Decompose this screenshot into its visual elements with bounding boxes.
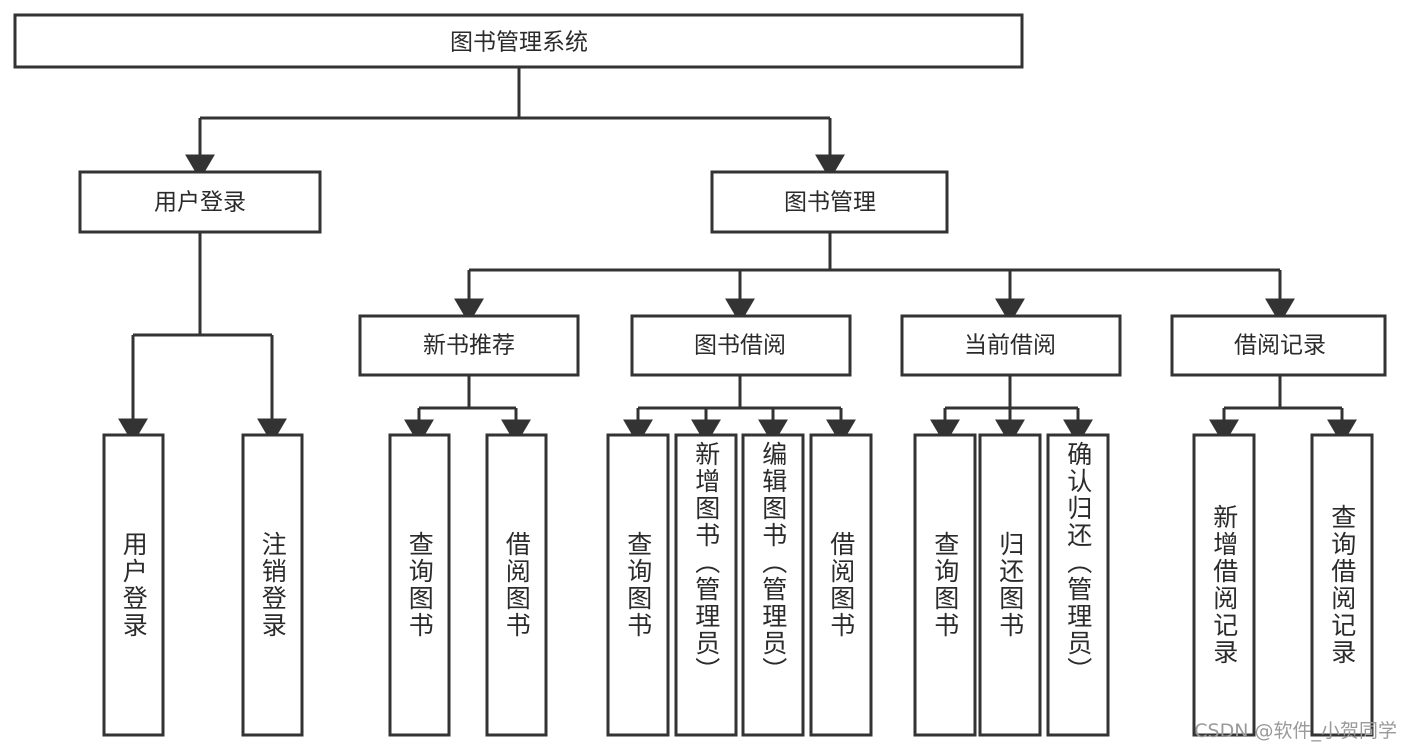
node-book-borrow-label: 图书借阅 bbox=[694, 333, 786, 359]
leaf-box-add-book[interactable] bbox=[674, 433, 738, 737]
leaf-box-query-book-2[interactable] bbox=[606, 433, 670, 737]
leaf-box-return-book[interactable] bbox=[978, 433, 1042, 737]
node-current-borrow[interactable]: 当前借阅 bbox=[900, 314, 1122, 377]
leaf-box-user-login[interactable] bbox=[102, 433, 165, 737]
node-new-book-recommend[interactable]: 新书推荐 bbox=[358, 314, 580, 377]
node-new-book-recommend-label: 新书推荐 bbox=[423, 333, 515, 359]
connector-userlogin-to-leaves bbox=[118, 232, 287, 444]
node-root-label: 图书管理系统 bbox=[450, 30, 588, 56]
connector-newbook-to-leaves bbox=[404, 375, 531, 445]
leaf-box-user-logout[interactable] bbox=[241, 433, 304, 737]
node-borrow-record[interactable]: 借阅记录 bbox=[1170, 314, 1387, 377]
leaf-box-query-book-3[interactable] bbox=[913, 433, 977, 737]
leaf-box-borrow-book-1[interactable] bbox=[485, 433, 548, 737]
node-book-borrow[interactable]: 图书借阅 bbox=[630, 314, 852, 377]
leaf-box-confirm-return[interactable] bbox=[1046, 433, 1110, 737]
leaf-box-borrow-book-2[interactable] bbox=[809, 433, 873, 737]
csdn-watermark: CSDN @软件_小贺同学 bbox=[1194, 720, 1397, 742]
node-root[interactable]: 图书管理系统 bbox=[13, 13, 1024, 69]
connector-currentborrow-to-leaves bbox=[930, 375, 1093, 445]
node-user-login[interactable]: 用户登录 bbox=[78, 170, 322, 234]
leaf-box-query-book-1[interactable] bbox=[388, 433, 451, 737]
connector-root-to-level1 bbox=[185, 67, 845, 180]
leaf-box-query-record[interactable] bbox=[1310, 433, 1374, 737]
leaf-box-add-record[interactable] bbox=[1192, 433, 1256, 737]
node-book-manage-label: 图书管理 bbox=[784, 190, 876, 216]
node-book-manage[interactable]: 图书管理 bbox=[710, 170, 949, 234]
connector-bookmanage-to-level2 bbox=[454, 232, 1295, 324]
connector-bookborrow-to-leaves bbox=[623, 375, 856, 445]
node-user-login-label: 用户登录 bbox=[154, 190, 246, 216]
node-borrow-record-label: 借阅记录 bbox=[1234, 333, 1326, 359]
node-current-borrow-label: 当前借阅 bbox=[964, 333, 1056, 359]
leaf-box-edit-book[interactable] bbox=[741, 433, 805, 737]
leaf-boxes bbox=[102, 433, 1374, 737]
connector-borrowrecord-to-leaves bbox=[1209, 375, 1357, 445]
